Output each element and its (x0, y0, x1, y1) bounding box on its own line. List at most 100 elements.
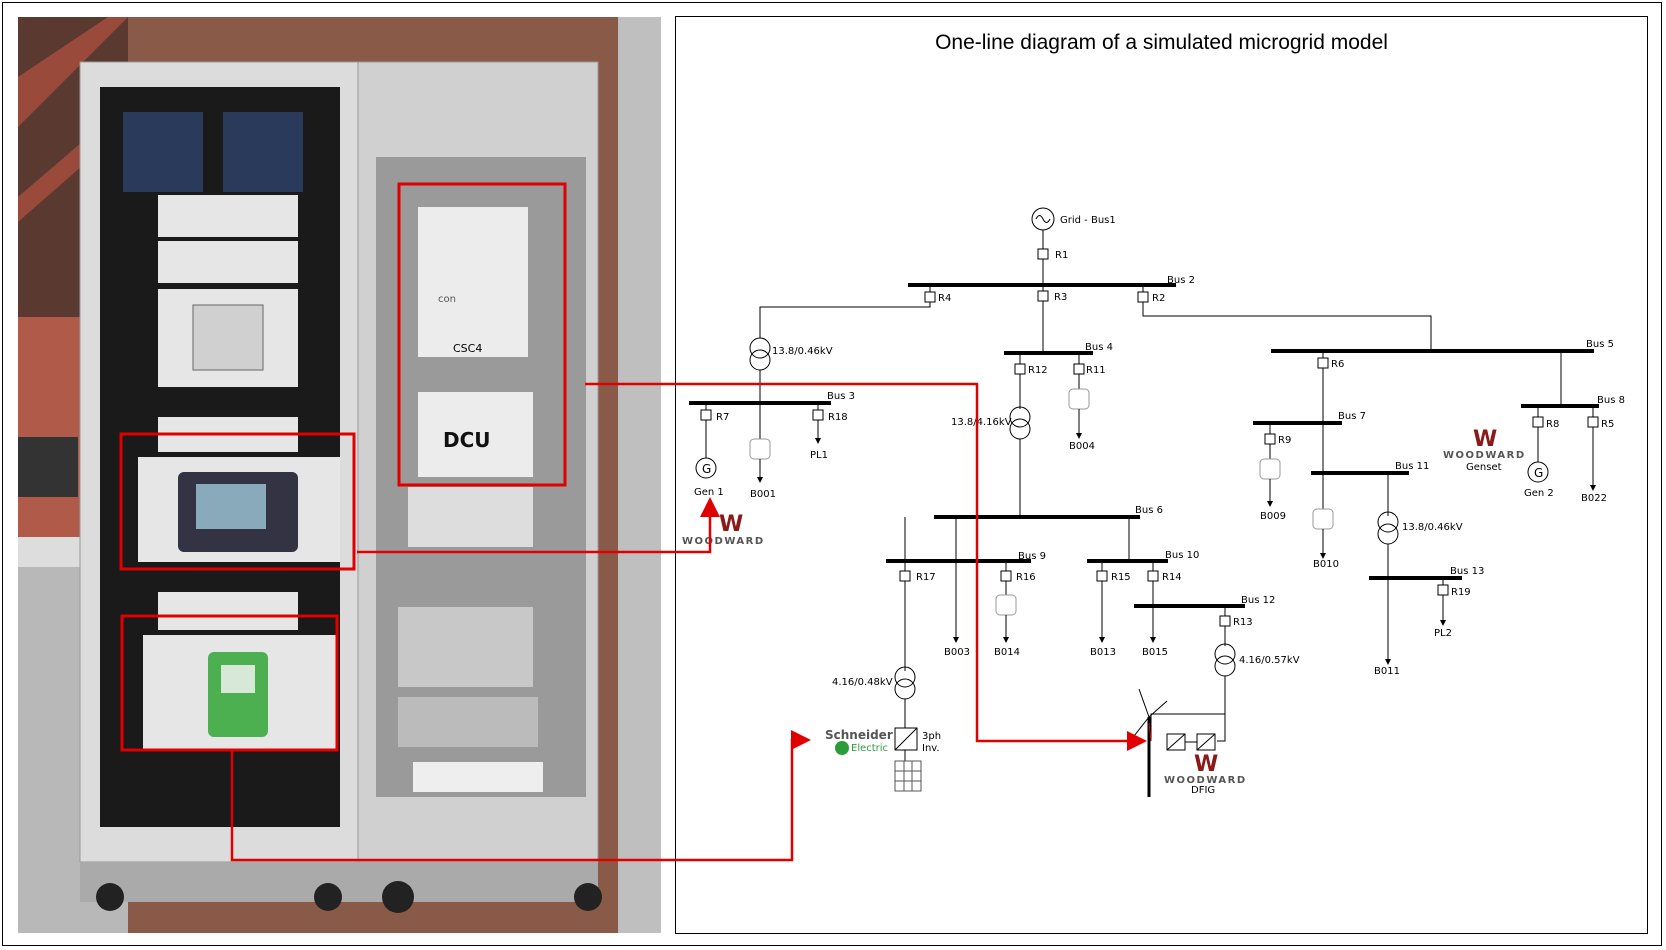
rack-module (158, 592, 298, 630)
meter-b010-icon (1312, 508, 1334, 530)
feeder-line (1142, 302, 1432, 349)
woodward-logo-text: WOODWARD (682, 536, 765, 547)
gen-1-symbol: G (702, 462, 711, 476)
dfig-rotor-connection (1148, 722, 1152, 742)
woodward-logo-dfig: W WOODWARD (1164, 752, 1245, 786)
woodward-logo-gen1: W WOODWARD (682, 512, 765, 547)
bus-5-label: Bus 5 (1586, 339, 1614, 350)
load-pl1-label: PL1 (810, 450, 828, 461)
caster-wheel (574, 883, 602, 911)
meter-b004-icon (1068, 388, 1090, 410)
woodward-mark-icon: W (719, 512, 743, 537)
relay-r11-icon (1073, 363, 1085, 375)
gen-2-icon (1527, 461, 1549, 483)
relay-r5-icon (1587, 416, 1599, 428)
connector-block (408, 487, 533, 547)
wind-turbine-blade (1148, 700, 1168, 718)
relay-panel (123, 112, 203, 192)
bus-8-label: Bus 8 (1597, 395, 1625, 406)
load-b014-label: B014 (994, 647, 1020, 658)
relay-r19-icon (1437, 584, 1449, 596)
wind-turbine-blade (1133, 716, 1150, 737)
relay-r1-label: R1 (1055, 250, 1068, 261)
transformer-t2-label: 13.8/4.16kV (951, 417, 1012, 428)
sine-icon (1035, 215, 1051, 223)
solar-panel-icon (894, 760, 922, 792)
bus-6-label: Bus 6 (1135, 505, 1163, 516)
load-b022-label: B022 (1581, 493, 1607, 504)
woodward-logo-genset: W WOODWARD (1443, 427, 1524, 461)
monitor (18, 437, 78, 497)
relay-r2-label: R2 (1152, 293, 1165, 304)
woodward-mark-icon: W (1473, 427, 1497, 452)
bus-9-label: Bus 9 (1018, 551, 1046, 562)
load-b013-label: B013 (1090, 647, 1116, 658)
cabinet-photo-drawing: CSC4 con DCU (18, 17, 661, 933)
relay-r12-icon (1014, 363, 1026, 375)
transformer-t4-icon (894, 678, 916, 700)
transformer-t3-icon (1377, 511, 1399, 533)
rack-module (158, 241, 298, 283)
relay-r4-label: R4 (938, 293, 951, 304)
load-b010-label: B010 (1313, 559, 1339, 570)
relay-r16-icon (1000, 570, 1012, 582)
bus-7-label: Bus 7 (1338, 411, 1366, 422)
relay-r18-label: R18 (828, 412, 848, 423)
bus-13-label: Bus 13 (1450, 566, 1484, 577)
feeder-line (1150, 713, 1225, 741)
bus-12-label: Bus 12 (1241, 595, 1275, 606)
one-line-diagram-panel: One-line diagram of a simulated microgri… (675, 16, 1648, 934)
load-b004-label: B004 (1069, 441, 1095, 452)
caster-wheel (96, 883, 124, 911)
relay-r14-icon (1147, 570, 1159, 582)
relay-r15-icon (1096, 570, 1108, 582)
outlet-strip (413, 762, 543, 792)
relay-r7-label: R7 (716, 412, 729, 423)
meter-b009-icon (1259, 458, 1281, 480)
transformer-t1-icon (749, 349, 771, 371)
cabinet-photo: CSC4 con DCU (18, 17, 661, 933)
relay-r3-icon (1037, 290, 1049, 302)
bus-4-label: Bus 4 (1085, 342, 1113, 353)
transformer-t5-icon (1214, 655, 1236, 677)
relay-r12-label: R12 (1028, 365, 1048, 376)
csc4-label: CSC4 (453, 342, 482, 355)
bus-11-label: Bus 11 (1395, 461, 1429, 472)
relay-r7-icon (700, 409, 712, 421)
relay-r8-label: R8 (1546, 419, 1559, 430)
gen-2-symbol: G (1534, 466, 1543, 480)
csc4-module (418, 207, 528, 357)
wind-turbine-blade (1138, 688, 1150, 718)
transformer-t1-label: 13.8/0.46kV (772, 346, 833, 357)
relay-r9-label: R9 (1278, 435, 1291, 446)
highlight-box-schneider (120, 614, 339, 752)
schneider-mark-icon (835, 741, 849, 755)
shelf (398, 697, 538, 747)
woodward-mark-icon: W (1194, 752, 1218, 777)
feeder-line (1217, 714, 1226, 742)
transformer-t2-icon (1009, 418, 1031, 440)
schneider-logo-text: Schneider (825, 728, 893, 742)
bus-2-label: Bus 2 (1167, 275, 1195, 286)
meter-b001-icon (749, 438, 771, 460)
highlight-box-woodward (119, 432, 356, 571)
dcu-label: DCU (443, 428, 491, 452)
relay-r2-icon (1137, 291, 1149, 303)
load-pl2-label: PL2 (1434, 628, 1452, 639)
gen-2-label: Gen 2 (1524, 488, 1554, 499)
load-b001-label: B001 (750, 489, 776, 500)
relay-r11-label: R11 (1086, 365, 1106, 376)
load-b003-label: B003 (944, 647, 970, 658)
relay-r9-icon (1264, 433, 1276, 445)
genset-label: Genset (1466, 462, 1502, 473)
dfig-converter-icon (1196, 733, 1216, 751)
schneider-controller (208, 652, 268, 737)
gen-1-label: Gen 1 (694, 487, 724, 498)
relay-r1-icon (1037, 248, 1049, 260)
relay-r6-icon (1317, 357, 1329, 369)
relay-r14-label: R14 (1162, 572, 1182, 583)
bus-10-label: Bus 10 (1165, 550, 1199, 561)
transformer-t5-label: 4.16/0.57kV (1239, 655, 1300, 666)
dcu-module (418, 392, 533, 477)
transformer-t3-icon (1377, 523, 1399, 545)
